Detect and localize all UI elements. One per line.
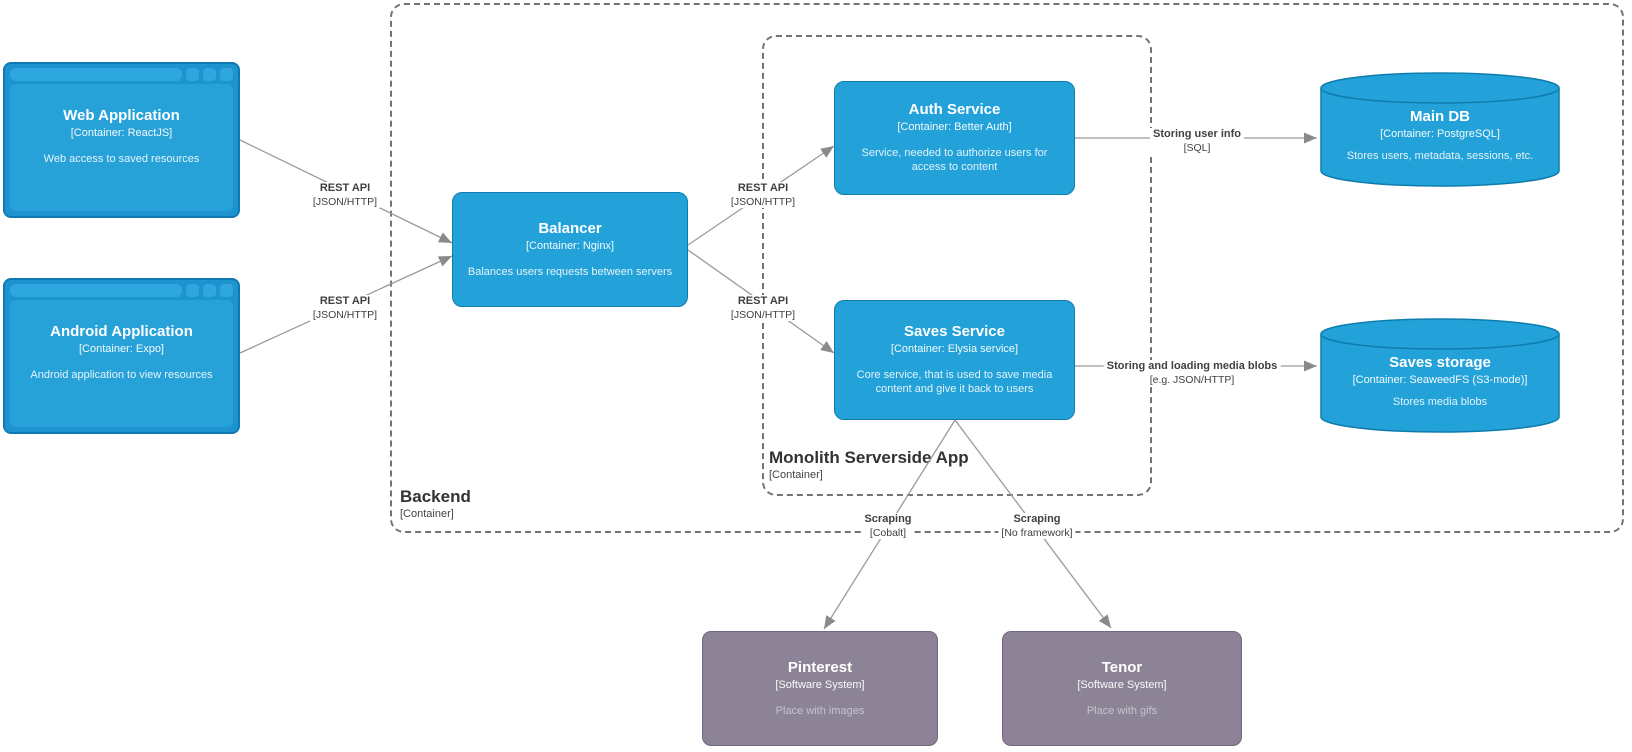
node-title: Auth Service xyxy=(908,101,1001,119)
edge-label-text: REST API xyxy=(319,182,371,194)
edge-label-tech: [JSON/HTTP] xyxy=(730,308,796,321)
web-application-body: Web Application [Container: ReactJS] Web… xyxy=(10,84,233,211)
node-title: Web Application xyxy=(63,106,180,124)
edge-label-text: Storing user info xyxy=(1153,128,1241,140)
node-balancer[interactable]: Balancer [Container: Nginx] Balances use… xyxy=(452,192,688,307)
node-description: Android application to view resources xyxy=(30,368,213,381)
browser-control-dot-icon xyxy=(220,284,233,297)
node-web-application[interactable]: Web Application [Container: ReactJS] Web… xyxy=(3,62,240,218)
browser-control-dot-icon xyxy=(220,68,233,81)
edge-label-android-balancer: REST API [JSON/HTTP] xyxy=(309,295,381,321)
browser-control-dot-icon xyxy=(203,284,216,297)
node-title: Tenor xyxy=(1101,658,1143,676)
backend-boundary-label: Backend [Container] xyxy=(400,487,471,521)
database-cylinder-icon xyxy=(1320,318,1560,433)
node-description: Stores users, metadata, sessions, etc. xyxy=(1346,150,1534,163)
edge-label-text: Scraping xyxy=(864,513,912,525)
node-saves-storage[interactable]: Saves storage [Container: SeaweedFS (S3-… xyxy=(1320,318,1560,433)
node-description: Place with gifs xyxy=(1086,704,1158,717)
node-description: Core service, that is used to save media… xyxy=(856,369,1053,396)
edge-label-tech: [Cobalt] xyxy=(869,526,907,539)
edge-label-tech: [No framework] xyxy=(1001,526,1073,539)
node-main-db[interactable]: Main DB [Container: PostgreSQL] Stores u… xyxy=(1320,72,1560,187)
edge-label-tech: [JSON/HTTP] xyxy=(312,308,378,321)
node-type: [Container: ReactJS] xyxy=(70,126,173,139)
browser-control-dot-icon xyxy=(186,284,199,297)
browser-control-dot-icon xyxy=(186,68,199,81)
node-title: Pinterest xyxy=(787,658,853,676)
monolith-type: [Container] xyxy=(769,469,823,482)
node-type: [Container: Better Auth] xyxy=(897,121,1012,134)
edge-label-tech: [JSON/HTTP] xyxy=(312,195,378,208)
node-description: Web access to saved resources xyxy=(43,152,200,165)
edge-label-text: Storing and loading media blobs xyxy=(1106,360,1278,372)
node-title: Balancer xyxy=(538,219,602,237)
edge-label-saves-pinterest: Scraping [Cobalt] xyxy=(861,513,915,539)
edge-label-tech: [JSON/HTTP] xyxy=(730,195,796,208)
node-type: [Container: Elysia service] xyxy=(890,343,1019,356)
node-type: [Software System] xyxy=(775,678,865,691)
node-type: [Container: SeaweedFS (S3-mode)] xyxy=(1352,374,1528,386)
edge-label-text: REST API xyxy=(737,182,789,194)
monolith-boundary-label: Monolith Serverside App [Container] xyxy=(769,448,969,482)
edge-label-text: REST API xyxy=(737,295,789,307)
node-pinterest[interactable]: Pinterest [Software System] Place with i… xyxy=(702,631,938,746)
monolith-title: Monolith Serverside App xyxy=(769,447,969,467)
edge-label-saves-tenor: Scraping [No framework] xyxy=(998,513,1076,539)
browser-chrome xyxy=(10,284,233,297)
node-title: Saves Service xyxy=(904,323,1005,341)
saves-storage-body: Saves storage [Container: SeaweedFS (S3-… xyxy=(1320,318,1560,433)
edge-label-saves-storage: Storing and loading media blobs [e.g. JS… xyxy=(1103,360,1281,386)
node-type: [Container: Expo] xyxy=(79,342,164,355)
node-description: Service, needed to authorize users for a… xyxy=(861,147,1048,174)
browser-chrome xyxy=(10,68,233,81)
browser-control-dot-icon xyxy=(203,68,216,81)
browser-address-bar-icon xyxy=(10,68,182,81)
node-type: [Software System] xyxy=(1077,678,1167,691)
node-title: Saves storage xyxy=(1389,354,1491,371)
edge-label-web-balancer: REST API [JSON/HTTP] xyxy=(309,182,381,208)
edge-label-balancer-saves: REST API [JSON/HTTP] xyxy=(727,295,799,321)
node-description: Place with images xyxy=(775,704,865,717)
edge-label-text: REST API xyxy=(319,295,371,307)
android-application-body: Android Application [Container: Expo] An… xyxy=(10,300,233,427)
node-saves-service[interactable]: Saves Service [Container: Elysia service… xyxy=(834,300,1075,420)
container-boundary-monolith: Monolith Serverside App [Container] xyxy=(762,35,1152,496)
node-tenor[interactable]: Tenor [Software System] Place with gifs xyxy=(1002,631,1242,746)
main-db-body: Main DB [Container: PostgreSQL] Stores u… xyxy=(1320,72,1560,187)
browser-address-bar-icon xyxy=(10,284,182,297)
node-type: [Container: Nginx] xyxy=(525,239,615,252)
edge-label-text: Scraping xyxy=(1013,513,1061,525)
node-type: [Container: PostgreSQL] xyxy=(1380,128,1500,140)
edge-label-tech: [e.g. JSON/HTTP] xyxy=(1149,373,1235,386)
node-description: Stores media blobs xyxy=(1392,396,1488,409)
node-title: Main DB xyxy=(1410,108,1470,125)
database-cylinder-icon xyxy=(1320,72,1560,187)
node-android-application[interactable]: Android Application [Container: Expo] An… xyxy=(3,278,240,434)
node-title: Android Application xyxy=(50,322,193,340)
backend-title: Backend xyxy=(400,486,471,506)
backend-type: [Container] xyxy=(400,508,454,521)
node-description: Balances users requests between servers xyxy=(467,265,673,278)
edge-label-tech: [SQL] xyxy=(1183,141,1211,154)
edge-label-balancer-auth: REST API [JSON/HTTP] xyxy=(727,182,799,208)
node-auth-service[interactable]: Auth Service [Container: Better Auth] Se… xyxy=(834,81,1075,195)
edge-label-auth-maindb: Storing user info [SQL] xyxy=(1150,128,1244,154)
